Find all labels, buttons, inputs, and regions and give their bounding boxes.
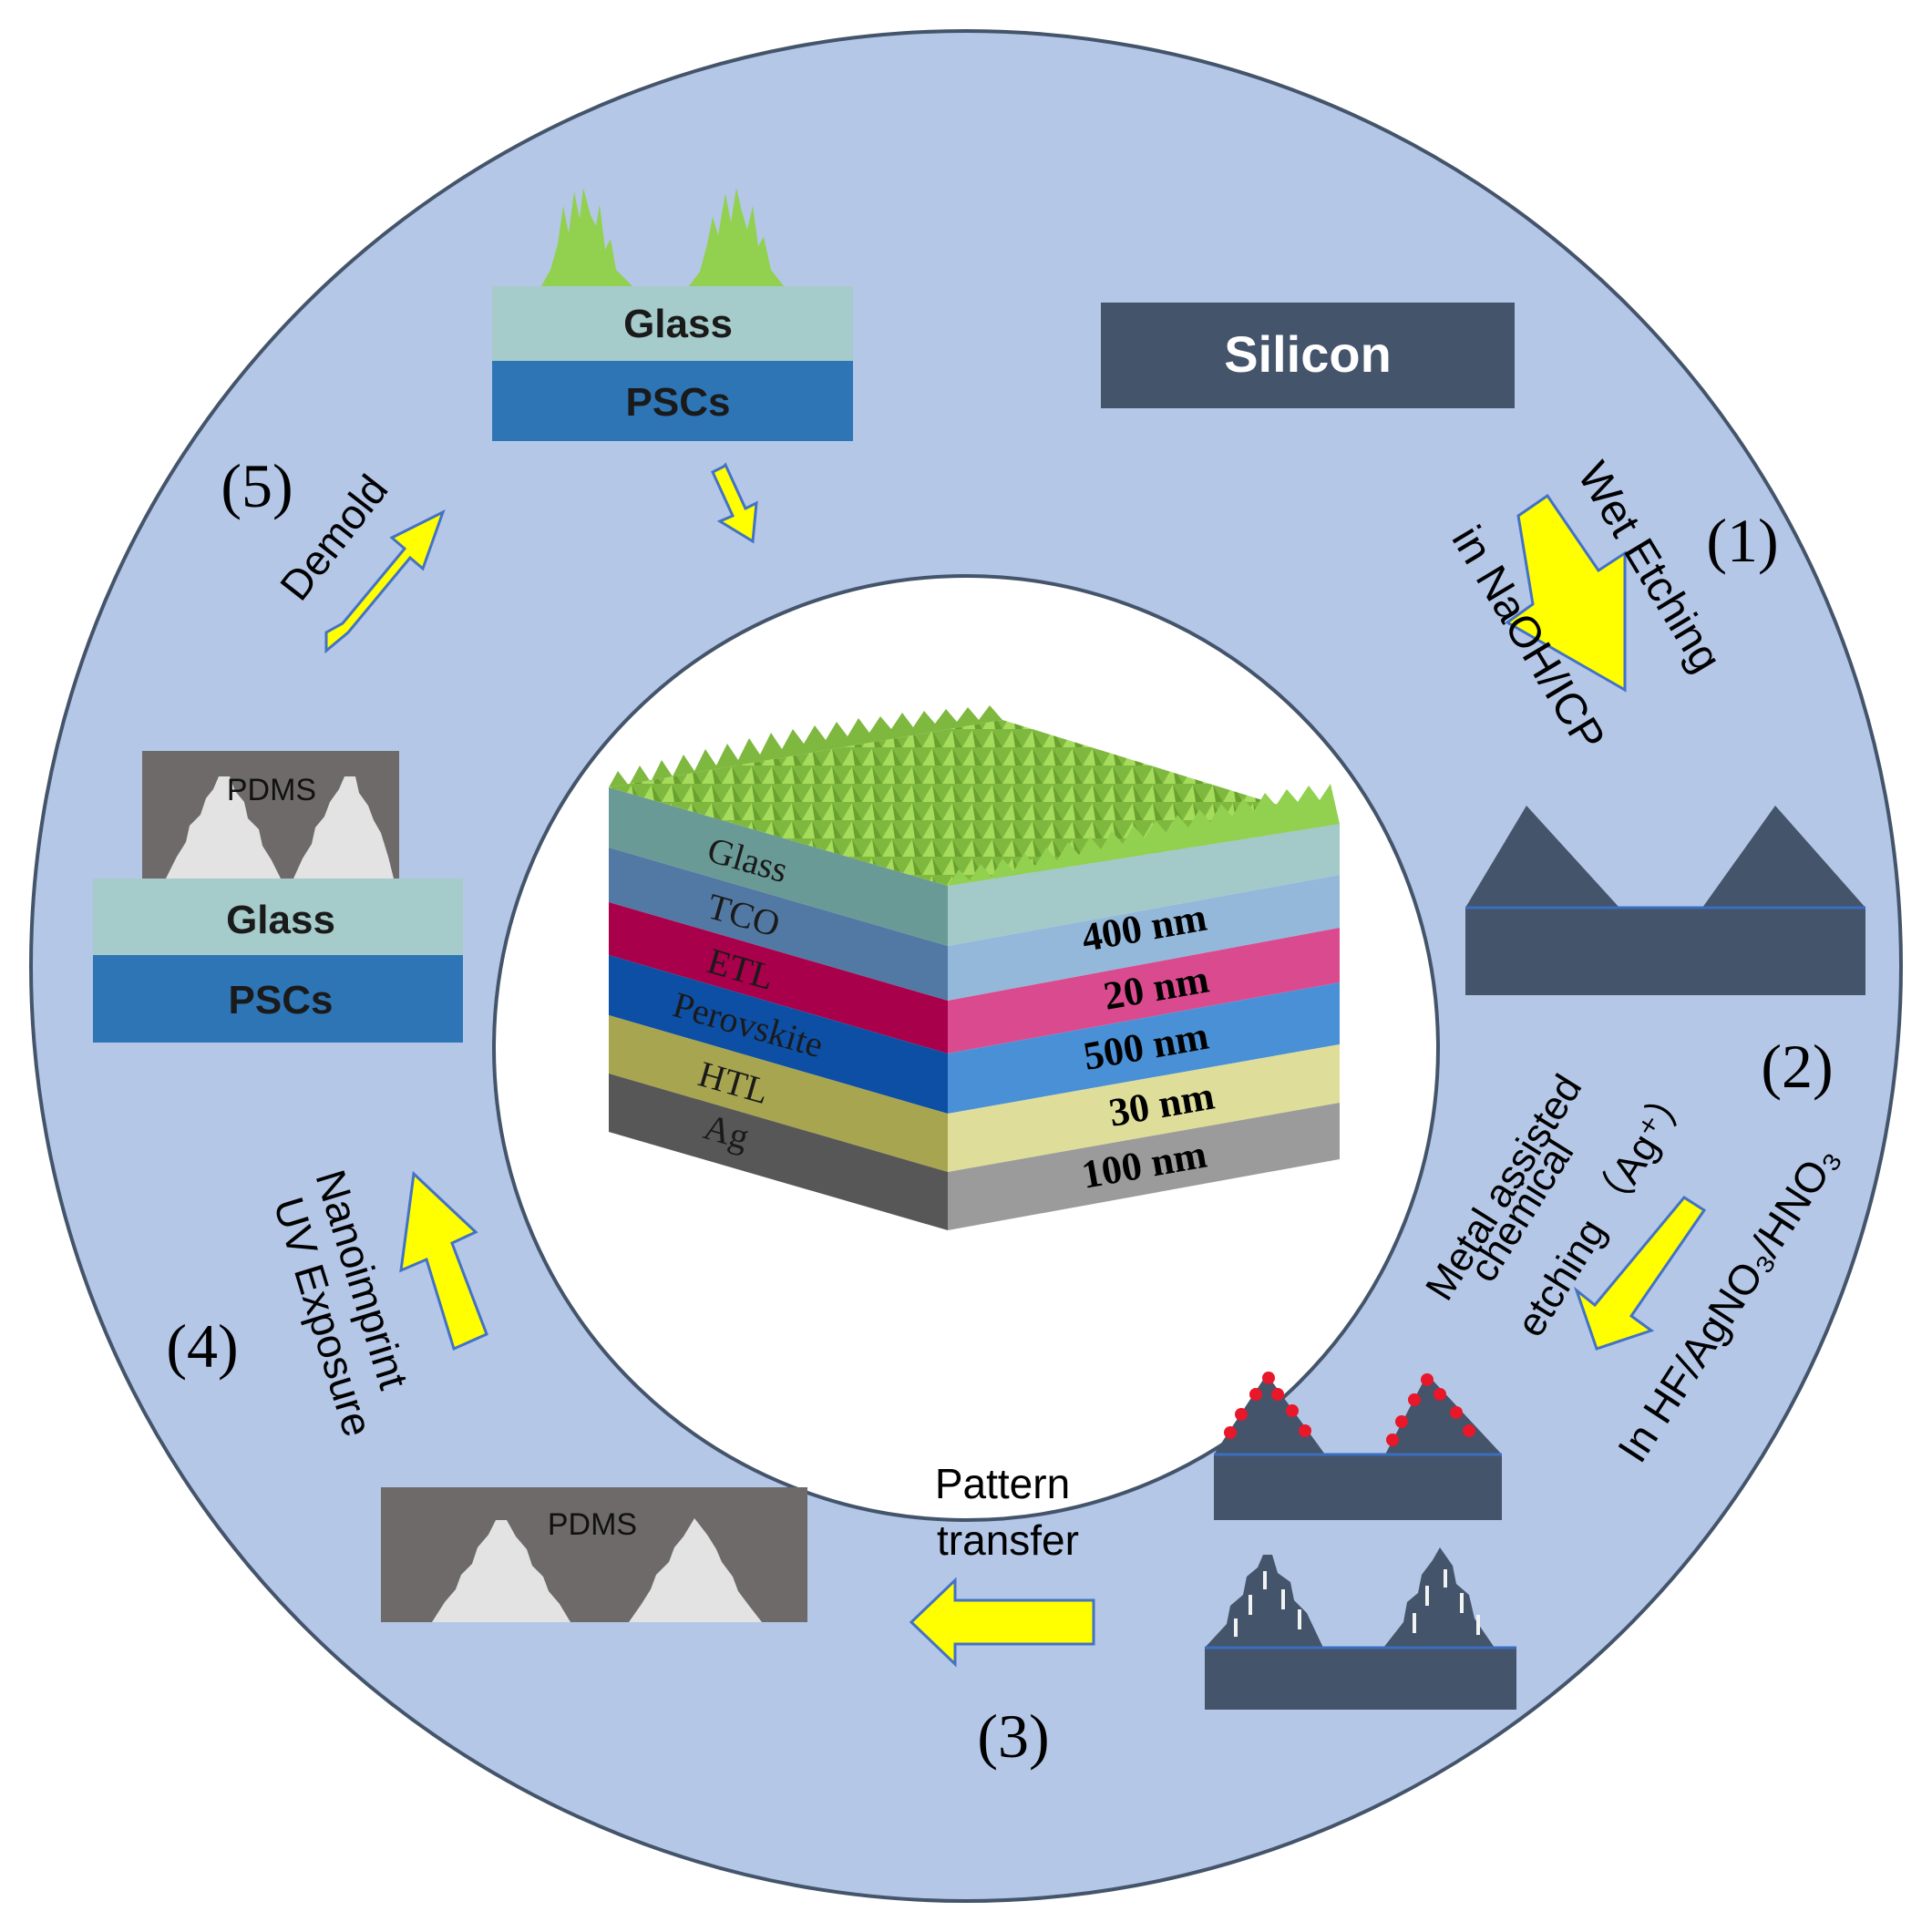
step-3: Pattern transfer (3) bbox=[909, 1460, 1095, 1771]
step-3-text-line1: Pattern bbox=[935, 1460, 1070, 1507]
pscs-layer-left bbox=[93, 955, 463, 1043]
pdms-top-label: PDMS bbox=[227, 773, 316, 807]
step-5-arrow bbox=[324, 509, 446, 654]
textured-silicon-shape bbox=[1465, 806, 1865, 995]
ag-particles bbox=[1224, 1372, 1475, 1446]
nanostructure-right bbox=[689, 188, 784, 286]
silicon-with-ag-particles bbox=[1214, 1372, 1502, 1520]
pdms-mold-label: PDMS bbox=[548, 1507, 637, 1542]
silicon-block bbox=[1101, 303, 1515, 408]
pdms-on-glass-stack: PDMS Glass PSCs bbox=[93, 751, 463, 1043]
nanostructured-glass-stack: Glass PSCs bbox=[492, 188, 853, 544]
etched-silicon-shape bbox=[1205, 1547, 1516, 1710]
step-2-number: (2) bbox=[1761, 1032, 1833, 1101]
step-1-arrow bbox=[1505, 493, 1627, 693]
step-2-arrow bbox=[1573, 1196, 1707, 1351]
silicon-substrate: Silicon bbox=[1101, 303, 1515, 408]
etched-silicon bbox=[1205, 1547, 1516, 1710]
nanostructure-left bbox=[541, 188, 632, 286]
silicon-label: Silicon bbox=[1224, 325, 1392, 383]
step-3-arrow bbox=[909, 1577, 1095, 1668]
step-4-number: (4) bbox=[166, 1311, 238, 1381]
pscs-layer-top bbox=[492, 361, 853, 441]
pscs-label-left: PSCs bbox=[229, 978, 334, 1023]
step-4-arrow bbox=[399, 1170, 488, 1351]
glass-layer-left bbox=[93, 879, 463, 955]
step-1-number: (1) bbox=[1706, 506, 1778, 575]
pdms-mold: PDMS bbox=[381, 1487, 807, 1622]
step-5-number: (5) bbox=[221, 451, 293, 520]
perovskite-stack: Glass TCO ETL Perovskite HTL Ag 400 nm 2… bbox=[609, 705, 1340, 1230]
step-3-number: (3) bbox=[977, 1701, 1049, 1771]
center-arrow bbox=[711, 462, 758, 544]
glass-label-top: Glass bbox=[623, 302, 733, 346]
etched-pores bbox=[1234, 1569, 1480, 1637]
glass-layer-top bbox=[492, 286, 853, 361]
glass-label-left: Glass bbox=[226, 898, 335, 942]
pscs-label-top: PSCs bbox=[626, 380, 731, 425]
textured-silicon bbox=[1465, 806, 1865, 995]
step-3-text-line2: transfer bbox=[937, 1516, 1079, 1564]
